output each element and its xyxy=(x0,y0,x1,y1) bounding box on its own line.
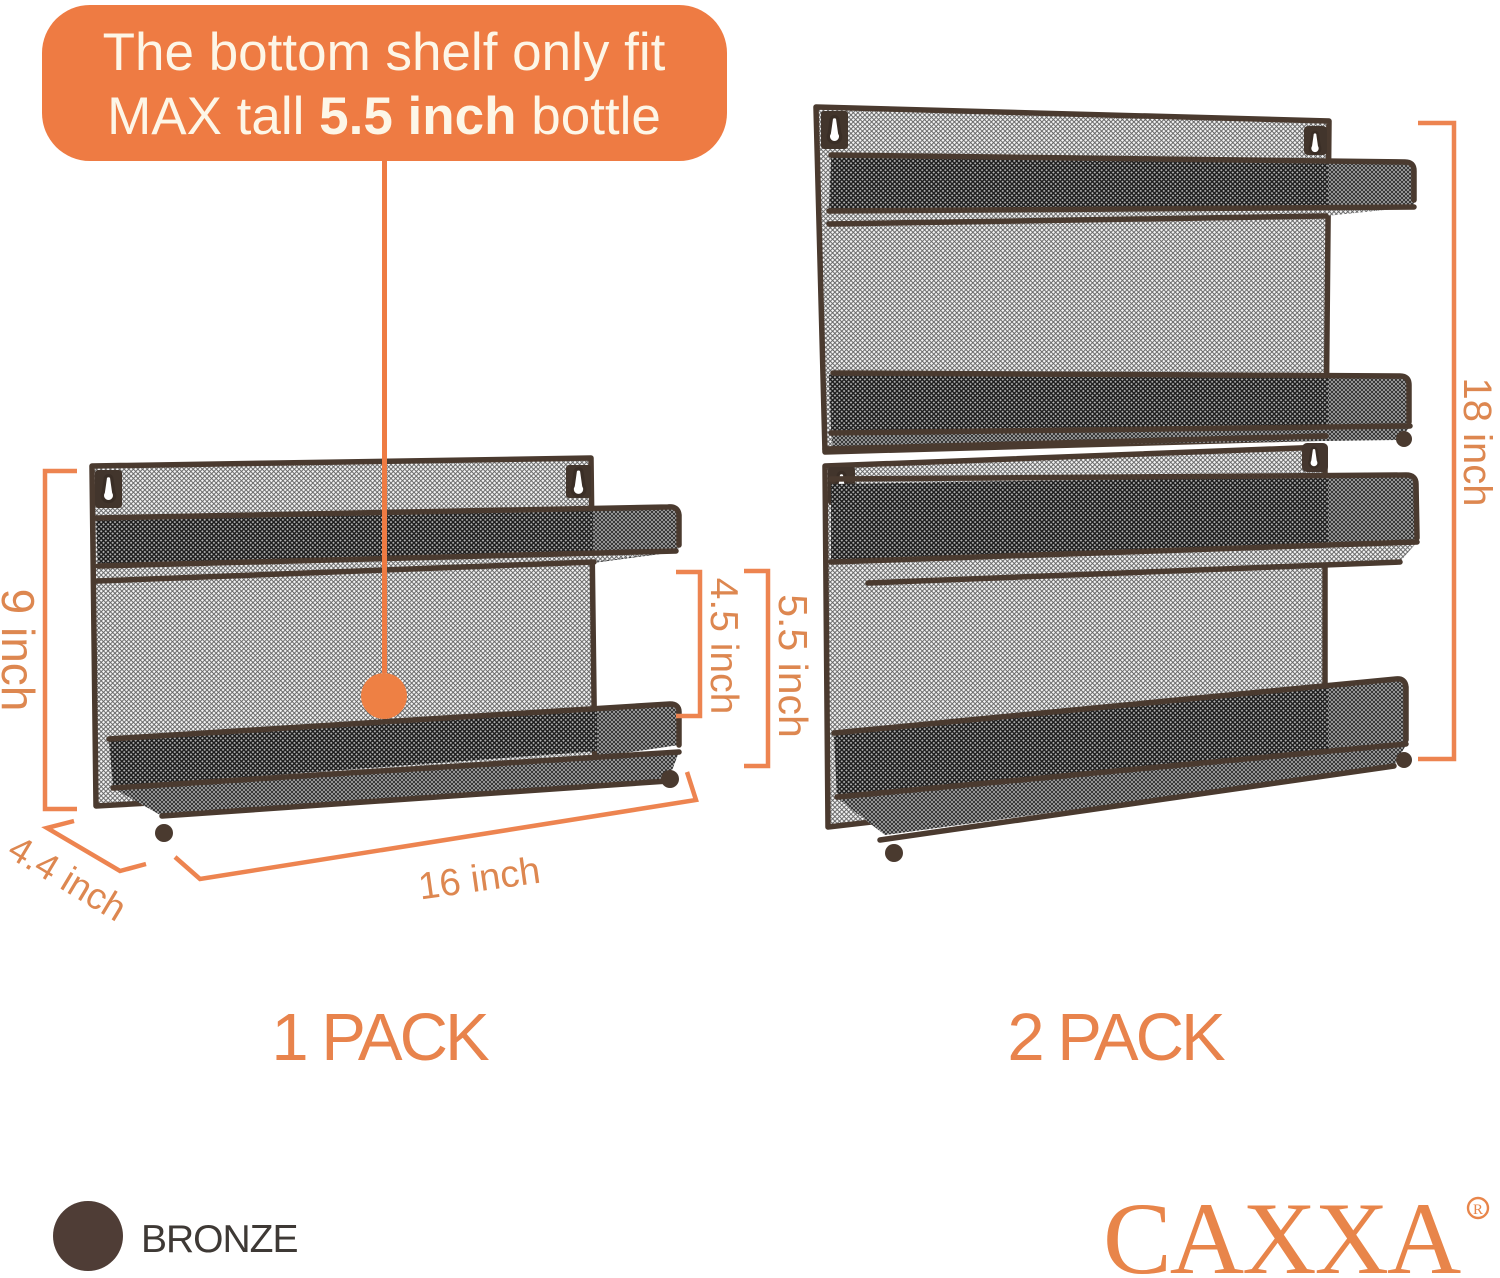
svg-text:2 PACK: 2 PACK xyxy=(1007,1000,1225,1075)
svg-text:1 PACK: 1 PACK xyxy=(271,1000,489,1075)
svg-text:18 inch: 18 inch xyxy=(1455,378,1499,507)
svg-text:R: R xyxy=(1473,1202,1483,1218)
svg-text:16 inch: 16 inch xyxy=(416,850,543,909)
svg-text:CAXXA: CAXXA xyxy=(1103,1182,1461,1278)
svg-text:MAX tall 5.5 inch bottle: MAX tall 5.5 inch bottle xyxy=(107,87,661,146)
svg-text:9 inch: 9 inch xyxy=(0,589,44,712)
svg-text:BRONZE: BRONZE xyxy=(141,1218,298,1261)
svg-text:The bottom shelf only fit: The bottom shelf only fit xyxy=(103,23,666,82)
svg-text:5.5 inch: 5.5 inch xyxy=(770,594,816,738)
svg-text:4.5 inch: 4.5 inch xyxy=(702,578,745,715)
